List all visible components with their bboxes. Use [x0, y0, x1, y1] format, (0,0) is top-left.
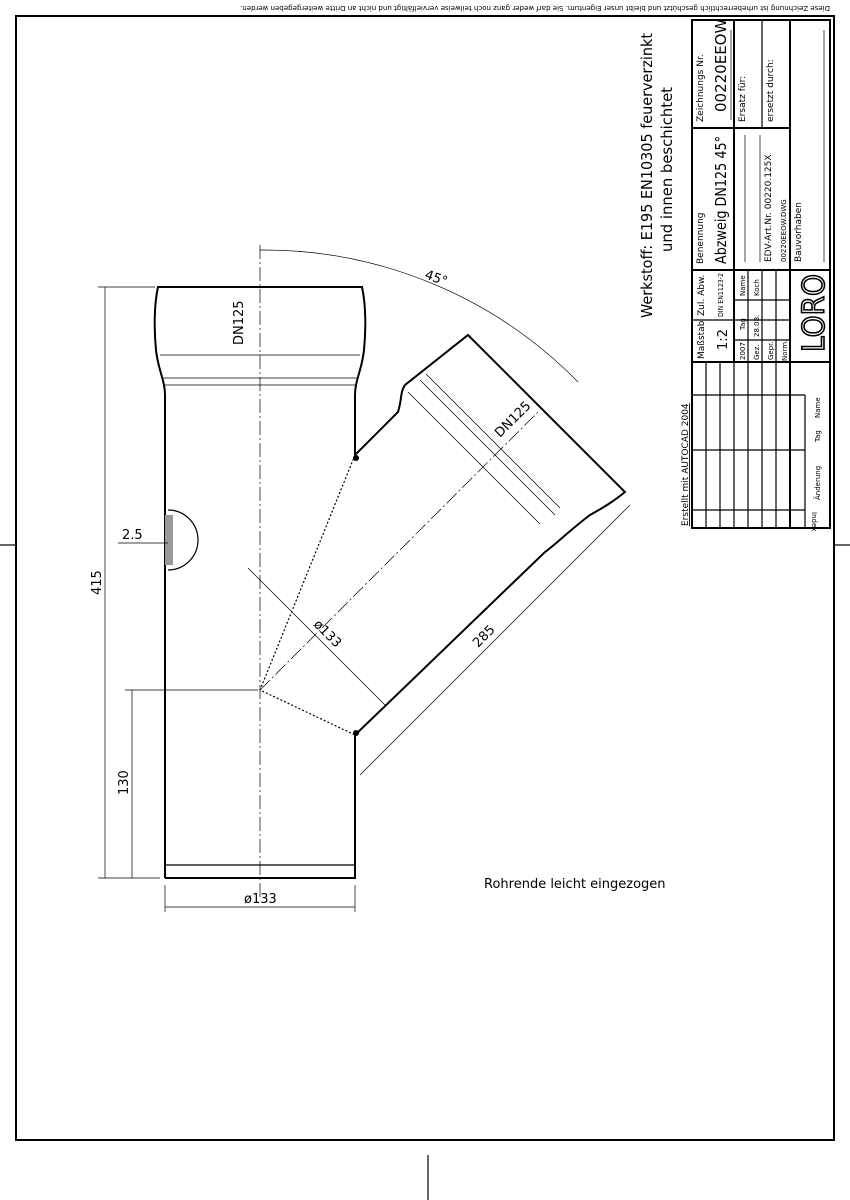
material-line-2: und innen beschichtet — [658, 87, 676, 252]
dim-weld: 2.5 — [122, 528, 143, 543]
project-label: Bauvorhaben — [794, 202, 804, 262]
created-with: Erstellt mit AUTOCAD 2004 — [681, 403, 691, 526]
checked-label: Gepr. — [767, 341, 775, 360]
dim-branch-length: 285 — [470, 623, 498, 651]
weld-detail — [167, 509, 199, 571]
weld-hatch — [165, 515, 173, 565]
tolerance: DIN EN1123-2 — [717, 273, 725, 317]
scale: 1:2 — [716, 329, 731, 350]
material-line-1: Werkstoff: E195 EN10305 feuerverzinkt — [638, 33, 656, 318]
title-block: Zeichnungs Nr. 00220EEOW Ersatz für: ers… — [691, 19, 833, 531]
dim-total-height: 415 — [90, 570, 105, 595]
name-col-label: Name — [739, 275, 747, 296]
drawing-no-label: Zeichnungs Nr. — [696, 54, 706, 122]
replaced-by-label: ersetzt durch: — [766, 59, 776, 122]
dim-branch-height: 130 — [117, 770, 132, 795]
dim-angle: 45° — [423, 268, 450, 290]
dim-main-diameter: ø133 — [244, 892, 277, 907]
norm-label: Norm. — [781, 340, 789, 361]
rev-index-label: Index — [810, 512, 818, 531]
day-label: Tag — [739, 318, 747, 331]
file-name: 00220EEOW.DWG — [780, 199, 788, 262]
scale-label: Maßstab — [697, 320, 707, 359]
main-pipe — [153, 245, 367, 900]
rev-change-label: Änderung — [813, 466, 822, 500]
copyright-notice: Diese Zeichnung ist urheberrechtlich ges… — [240, 4, 830, 12]
edv-number: EDV-Art.Nr. 00220.125X — [764, 154, 774, 262]
drawn-label: Gez. — [753, 344, 761, 360]
drawing-frame — [15, 15, 835, 1141]
name-label: Benennung — [696, 213, 706, 264]
rev-day-label: Tag — [814, 430, 822, 443]
drawn-by: Koch — [753, 279, 761, 296]
dimensions: 415 130 ø133 2.5 DN125 DN125 ø133 285 45… — [90, 249, 631, 912]
rev-name-label: Name — [814, 397, 822, 418]
part-name: Abzweig DN125 45° — [712, 136, 730, 264]
drawing-no: 00220EEOW — [712, 19, 730, 112]
dim-branch-diameter: ø133 — [310, 617, 344, 651]
replaces-label: Ersatz für: — [738, 76, 748, 122]
branch-pipe — [259, 333, 627, 736]
note-pipe-end: Rohrende leicht eingezogen — [484, 877, 666, 892]
loro-logo: LORO — [797, 274, 832, 352]
dn-branch: DN125 — [492, 399, 534, 441]
year: 2007 — [739, 342, 747, 360]
dn-main: DN125 — [232, 300, 247, 345]
drawn-date: 28.08. — [753, 315, 761, 337]
tolerance-label: Zul. Abw. — [697, 275, 707, 316]
